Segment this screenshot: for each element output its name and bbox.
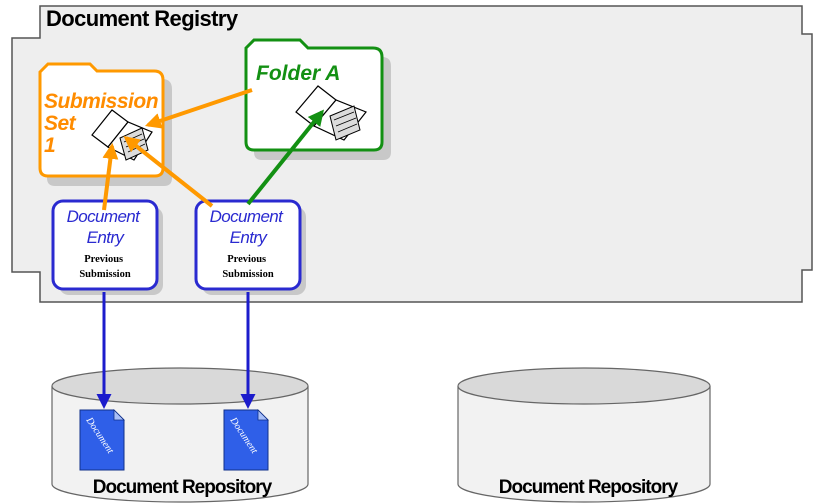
document-repository-1[interactable]: Document Document Document Repository	[51, 367, 309, 503]
folder-a[interactable]: Folder A	[244, 38, 391, 160]
document-icon: Document	[79, 409, 125, 471]
repository-cylinder-body	[457, 386, 711, 503]
arrow-entry2-to-folder	[246, 109, 325, 206]
document-entry-label: Document Entry	[67, 207, 144, 247]
membership-arrows	[102, 88, 325, 211]
open-folder-icon	[295, 85, 367, 141]
document-entry-subtitle: Previous Submission	[79, 254, 131, 280]
repository-label: Document Repository	[499, 477, 679, 498]
folder-a-label: Folder A	[256, 62, 340, 85]
document-link-arrows	[96, 292, 256, 409]
document-repository-2[interactable]: Document Repository	[457, 367, 711, 503]
repository-cylinder-top	[51, 367, 309, 405]
arrow-entry1-to-submission-set	[102, 142, 119, 211]
registry-title: Document Registry	[46, 6, 239, 31]
arrow-entry2-to-submission-set	[123, 136, 214, 208]
document-entry-1[interactable]: Document Entry Previous Submission	[51, 199, 163, 295]
document-entry-subtitle: Previous Submission	[222, 254, 274, 280]
document-entry-label: Document Entry	[210, 207, 287, 247]
document-entry-2[interactable]: Document Entry Previous Submission	[194, 199, 306, 295]
arrow-folder-to-submission-set	[144, 88, 253, 129]
document-icon: Document	[223, 409, 269, 471]
repository-cylinder-top	[457, 367, 711, 405]
submission-set-label: Submission Set 1	[44, 90, 163, 157]
repository-label: Document Repository	[93, 477, 273, 498]
